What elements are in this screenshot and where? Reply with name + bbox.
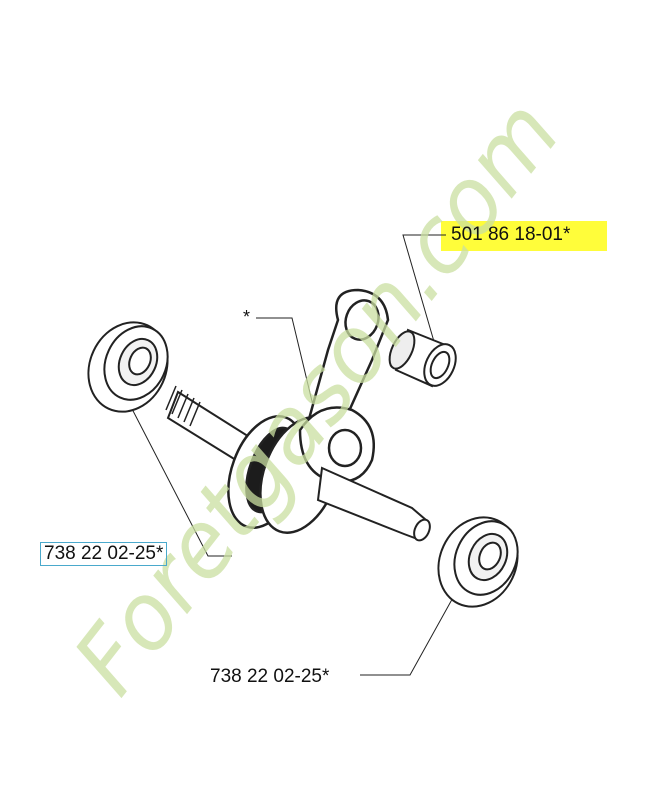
left-bearing-part-number[interactable]: 738 22 02-25* (40, 542, 168, 566)
left-ball-bearing (87, 321, 169, 413)
right-bearing-part-number: 738 22 02-25* (210, 666, 330, 687)
crankshaft-marker: * (243, 307, 251, 327)
connecting-rod (298, 288, 390, 483)
crankshaft-right-shaft (316, 466, 431, 542)
leader-lines (129, 234, 461, 676)
needle-bearing (388, 328, 457, 388)
crank-web (227, 415, 341, 534)
part-highlight (441, 221, 607, 251)
needle-bearing-part-number: 501 86 18-01* (451, 224, 571, 245)
right-ball-bearing (437, 516, 519, 608)
